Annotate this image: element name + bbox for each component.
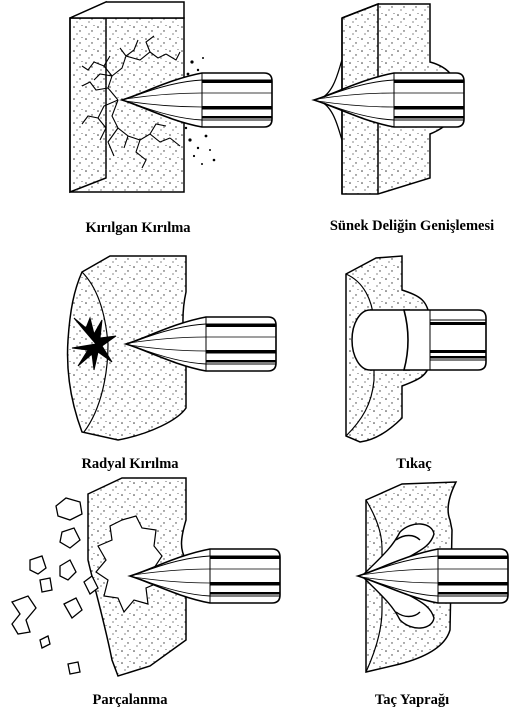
radial-fracture-figure [68,256,276,440]
petaling-figure [358,482,508,672]
ductile-bullet [314,73,464,127]
caption-plugging: Tıkaç [396,456,432,472]
plugging-bullet [404,310,486,370]
caption-fragmentation: Parçalanma [93,692,169,708]
fragmentation-figure [12,478,280,676]
fragment-pieces [12,498,98,674]
caption-brittle-fracture: Kırılgan Kırılma [85,220,191,236]
ductile-figure [314,4,464,194]
brittle-fracture-figure [70,2,272,192]
caption-ductile-hole-growth: Sünek Deliğin Genişlemesi [330,218,494,234]
caption-radial-fracture: Radyal Kırılma [81,456,179,472]
plug-slug [352,310,410,370]
plugging-figure [346,256,486,442]
caption-petaling: Taç Yaprağı [375,692,449,708]
